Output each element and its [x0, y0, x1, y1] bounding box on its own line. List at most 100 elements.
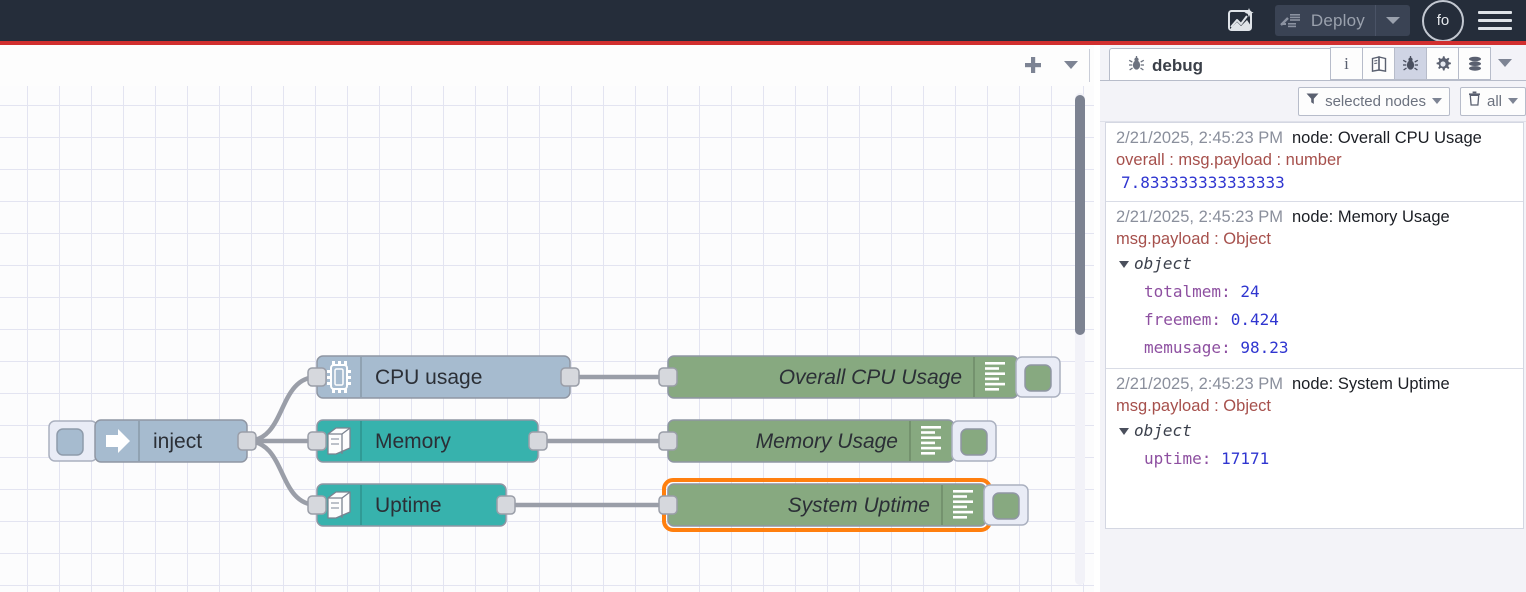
debug-object-property[interactable]: uptime: 17171: [1116, 445, 1523, 473]
context-data-icon[interactable]: [1459, 47, 1491, 80]
tab-debug[interactable]: debug: [1109, 48, 1334, 82]
debug-message-source-node[interactable]: node: System Uptime: [1291, 375, 1450, 393]
node-debug-toggle-inner[interactable]: [992, 492, 1020, 520]
debug-message-property: msg.payload : Object: [1116, 230, 1271, 248]
node-label: Overall CPU Usage: [779, 366, 962, 389]
design-studio-icon[interactable]: [1219, 0, 1263, 41]
debug-property-value: 98.23: [1240, 338, 1289, 357]
debug-node-filter-button[interactable]: selected nodes: [1298, 86, 1450, 116]
flow-node-uptime[interactable]: Uptime: [307, 483, 516, 527]
hamburger-menu-icon[interactable]: [1478, 0, 1512, 41]
debug-message[interactable]: 2/21/2025, 2:45:23 PM node: System Uptime…: [1106, 369, 1523, 479]
node-input-port[interactable]: [307, 431, 327, 451]
avatar[interactable]: fo: [1422, 0, 1464, 42]
deploy-chevron-down-icon[interactable]: [1376, 5, 1410, 36]
flow-node-inject[interactable]: inject: [48, 419, 257, 463]
canvas-vertical-scrollbar-track: [1075, 93, 1085, 585]
debug-message-source-node[interactable]: node: Memory Usage: [1291, 208, 1450, 226]
node-input-port[interactable]: [658, 431, 678, 451]
flow-wire[interactable]: [246, 438, 318, 508]
node-output-port[interactable]: [560, 367, 580, 387]
debug-message-property: overall : msg.payload : number: [1116, 151, 1342, 169]
sidebar-tab-underline: [1100, 80, 1526, 81]
arrow-right-icon: [106, 429, 130, 453]
debug-property-value: 0.424: [1230, 310, 1279, 329]
sidebar-tab-row: debug i: [1100, 45, 1526, 82]
right-sidebar: debug i: [1100, 45, 1526, 592]
node-label: Uptime: [375, 494, 442, 517]
node-output-port[interactable]: [237, 431, 257, 451]
debug-message-list[interactable]: 2/21/2025, 2:45:23 PM node: Overall CPU U…: [1105, 122, 1524, 529]
node-input-port[interactable]: [658, 495, 678, 515]
deploy-separator: [1375, 5, 1376, 36]
deploy-button[interactable]: Deploy: [1274, 5, 1410, 36]
deploy-icon: [1275, 11, 1309, 31]
node-input-port[interactable]: [307, 495, 327, 515]
debug-clear-button[interactable]: all: [1459, 86, 1526, 116]
flow-wires: [246, 374, 668, 508]
debug-lines-icon: [921, 426, 941, 455]
debug-node-filter-label: selected nodes: [1325, 92, 1426, 110]
node-debug-toggle-inner[interactable]: [1024, 364, 1052, 392]
debug-object-expander[interactable]: object: [1116, 250, 1523, 278]
debug-object-label: object: [1134, 254, 1192, 273]
node-input-port[interactable]: [307, 367, 327, 387]
triangle-down-icon[interactable]: [1119, 260, 1129, 268]
info-icon[interactable]: i: [1330, 47, 1363, 80]
debug-clear-label: all: [1486, 92, 1502, 110]
flow-node-memory-usage[interactable]: Memory Usage: [658, 419, 997, 463]
flow-tab-tools: [1014, 45, 1090, 85]
canvas-vertical-scrollbar-thumb[interactable]: [1075, 95, 1085, 335]
bug-icon[interactable]: [1395, 47, 1427, 80]
debug-message-timestamp: 2/21/2025, 2:45:23 PM: [1116, 129, 1283, 147]
flow-wire[interactable]: [246, 374, 318, 444]
debug-object-expander[interactable]: object: [1116, 417, 1523, 445]
flow-node-system-uptime[interactable]: System Uptime: [658, 478, 1029, 532]
triangle-down-icon[interactable]: [1119, 427, 1129, 435]
header-actions: Deploy fo: [1219, 0, 1512, 42]
bug-icon: [1128, 55, 1145, 77]
debug-clear-chevron-down-icon[interactable]: [1508, 98, 1518, 104]
debug-object-label: object: [1134, 421, 1192, 440]
debug-node-filter-chevron-down-icon[interactable]: [1431, 98, 1442, 104]
node-trigger-button-inner[interactable]: [56, 428, 84, 456]
add-flow-button[interactable]: [1014, 45, 1052, 85]
debug-object-property[interactable]: memusage: 98.23: [1116, 334, 1523, 362]
debug-filter-bar: selected nodes all: [1100, 81, 1526, 122]
debug-object-property[interactable]: freemem: 0.424: [1116, 306, 1523, 334]
node-output-port[interactable]: [496, 495, 516, 515]
server-icon: [327, 491, 351, 519]
node-debug-toggle-inner[interactable]: [960, 428, 988, 456]
node-input-port[interactable]: [658, 367, 678, 387]
debug-property-value: 24: [1240, 282, 1260, 301]
sidebar-tabs-chevron-down-icon[interactable]: [1491, 47, 1518, 78]
flow-node-cpu-usage[interactable]: CPU usage: [307, 355, 580, 399]
flow-node-overall-cpu-usage[interactable]: Overall CPU Usage: [658, 355, 1061, 399]
flow-tools-divider: [1089, 49, 1090, 82]
gear-icon[interactable]: [1427, 47, 1459, 80]
debug-property-key: memusage:: [1144, 338, 1241, 357]
debug-message-header: 2/21/2025, 2:45:23 PM node: Overall CPU U…: [1116, 127, 1523, 149]
debug-message-timestamp: 2/21/2025, 2:45:23 PM: [1116, 375, 1283, 393]
debug-message-property: msg.payload : Object: [1116, 397, 1271, 415]
debug-message-header: 2/21/2025, 2:45:23 PM node: System Uptime: [1116, 373, 1523, 395]
node-label: inject: [153, 430, 202, 453]
flow-menu-chevron-down-icon[interactable]: [1052, 45, 1090, 85]
debug-message[interactable]: 2/21/2025, 2:45:23 PM node: Overall CPU U…: [1106, 123, 1523, 202]
debug-object-property[interactable]: totalmem: 24: [1116, 278, 1523, 306]
sidebar-icon-tabs: i: [1330, 47, 1518, 80]
debug-message-source-node[interactable]: node: Overall CPU Usage: [1291, 129, 1482, 147]
flow-node-memory[interactable]: Memory: [307, 419, 548, 463]
filter-icon: [1306, 92, 1319, 110]
avatar-initials: fo: [1436, 12, 1450, 29]
debug-property-key: totalmem:: [1144, 282, 1241, 301]
node-output-port[interactable]: [528, 431, 548, 451]
help-book-icon[interactable]: [1363, 47, 1395, 80]
debug-lines-icon: [985, 362, 1005, 391]
